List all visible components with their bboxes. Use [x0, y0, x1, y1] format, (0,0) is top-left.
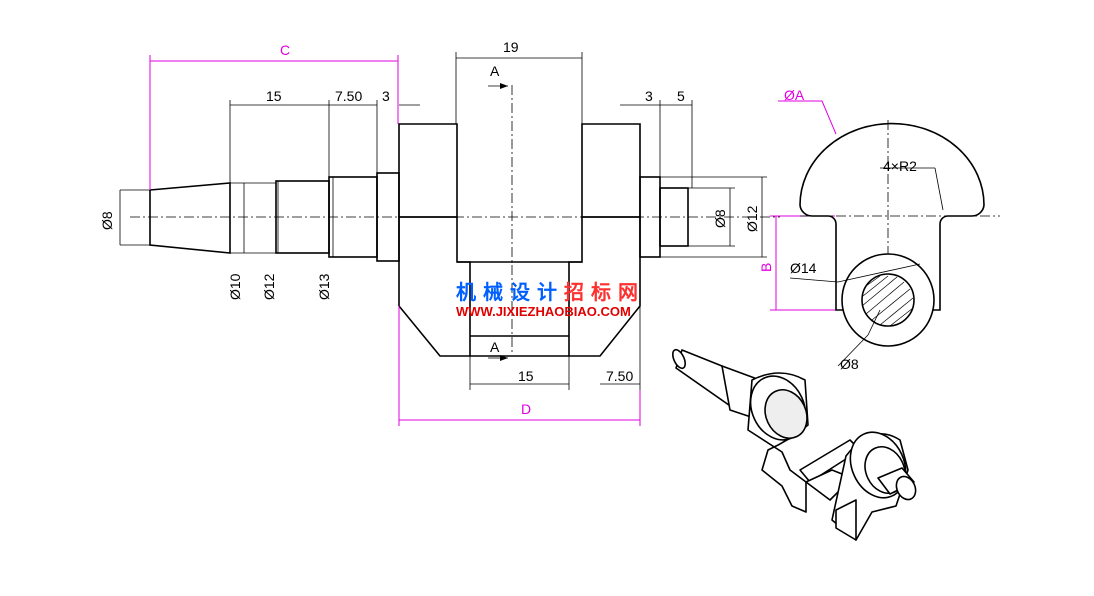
pin-inner-circle — [861, 273, 915, 327]
front-view — [130, 83, 780, 361]
watermark: 机 械 设 计 招 标 网 WWW.JIXIEZHAOBIAO.COM — [456, 280, 638, 319]
watermark-char-0: 机 — [456, 280, 476, 304]
side-view-labels: ØA 4×R2 B Ø14 Ø8 — [758, 87, 917, 372]
dim-d14: Ø14 — [790, 260, 817, 276]
crank-web-profile — [799, 122, 985, 311]
dim-d8-right: Ø8 — [712, 209, 728, 228]
section-a-bottom: A — [490, 339, 500, 355]
right-journal — [659, 187, 689, 247]
isometric-view — [672, 348, 917, 541]
dim-d8-side: Ø8 — [840, 356, 859, 372]
dim-d: D — [521, 401, 531, 417]
dim-3-right: 3 — [645, 88, 653, 104]
right-web-upper — [581, 123, 641, 218]
dim-4xr2: 4×R2 — [883, 158, 917, 174]
watermark-url: WWW.JIXIEZHAOBIAO.COM — [456, 304, 631, 319]
dim-d12-left: Ø12 — [261, 273, 277, 300]
watermark-char-6: 网 — [618, 280, 638, 304]
dim-15-bottom: 15 — [518, 368, 534, 384]
dim-7-50-top: 7.50 — [335, 88, 362, 104]
watermark-char-4: 招 — [564, 280, 584, 304]
dim-c: C — [280, 42, 290, 58]
section-a-top: A — [490, 63, 500, 79]
left-web-upper — [398, 123, 458, 218]
dim-d8-left: Ø8 — [99, 211, 115, 230]
dim-5: 5 — [677, 88, 685, 104]
dim-3-left: 3 — [382, 88, 390, 104]
dim-15-top: 15 — [266, 88, 282, 104]
black-dimensions — [119, 52, 767, 390]
dim-d12-right: Ø12 — [744, 205, 760, 232]
taper-end — [149, 182, 231, 254]
side-view — [789, 120, 1000, 367]
watermark-char-2: 设 — [510, 280, 530, 304]
dim-b: B — [758, 263, 774, 272]
dim-phi-a: ØA — [784, 87, 805, 103]
dim-d10: Ø10 — [227, 273, 243, 300]
dim-d13: Ø13 — [316, 273, 332, 300]
dim-7-50-bottom: 7.50 — [606, 368, 633, 384]
dim-19: 19 — [503, 39, 519, 55]
watermark-char-3: 计 — [537, 280, 557, 304]
watermark-char-1: 械 — [483, 280, 503, 304]
dimension-labels: C 19 15 7.50 3 3 5 A A 15 7.50 D Ø8 Ø10 … — [99, 39, 760, 417]
watermark-char-5: 标 — [591, 280, 611, 304]
